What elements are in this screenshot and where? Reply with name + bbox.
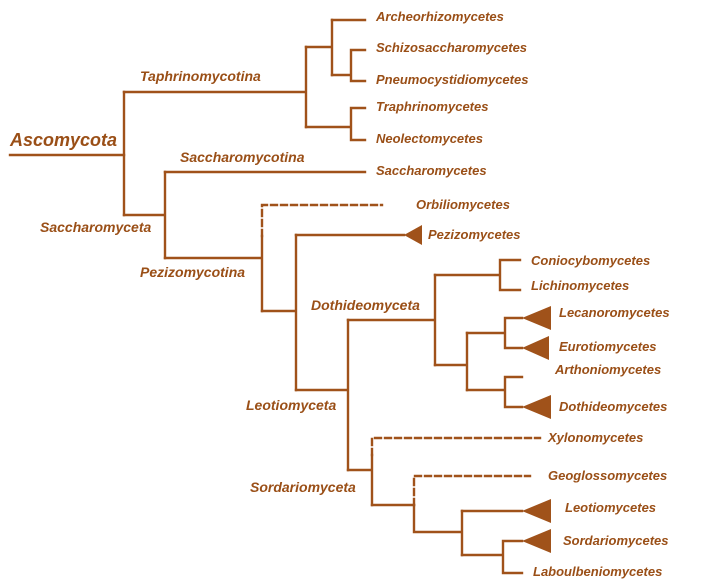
branches [8, 18, 551, 575]
branch-leotio-pez [260, 233, 298, 392]
branch-lecan-euro [465, 316, 524, 350]
branch-geoglosso-dashed [412, 474, 532, 507]
leaf-label: Eurotiomycetes [559, 339, 657, 354]
leaf-label: Traphrinomycetes [376, 99, 488, 114]
branch-taphrinomycotina [122, 45, 308, 129]
branch-orbilio-dashed [260, 203, 384, 238]
leaf-label: Orbiliomycetes [416, 197, 510, 212]
branch-arth-doth [465, 375, 524, 409]
clade-saccharomycotina: Saccharomycotina [180, 149, 305, 165]
leaf-label: Xylonomycetes [547, 430, 643, 445]
leaf-label: Sordariomycetes [563, 533, 669, 548]
triangle-leotiomycetes [522, 499, 551, 523]
leaf-label: Coniocybomycetes [531, 253, 650, 268]
leaf-label: Lichinomycetes [531, 278, 629, 293]
triangle-sordariomycetes [522, 529, 551, 553]
branch-leotiomyceta [294, 318, 350, 472]
clade-leotiomyceta: Leotiomyceta [246, 397, 336, 413]
branch-conio-lichino [433, 258, 522, 292]
triangle-pezizomycetes [404, 225, 422, 245]
branch-leotio-sord [412, 503, 464, 557]
leaf-label: Saccharomycetes [376, 163, 487, 178]
clade-dothideomyceta: Dothideomyceta [311, 297, 420, 313]
leaf-label: Neolectomycetes [376, 131, 483, 146]
root-label: Ascomycota [9, 130, 117, 150]
leaf-label: Leotiomycetes [565, 500, 656, 515]
leaf-label: Pezizomycetes [428, 227, 521, 242]
triangle-dothideomycetes [522, 395, 551, 419]
labels: Ascomycota Taphrinomycotina Saccharomyce… [9, 9, 670, 579]
branch-traph-neolecto [304, 106, 367, 142]
leaf-label: Archeorhizomycetes [375, 9, 504, 24]
leaf-label: Pneumocystidiomycetes [376, 72, 528, 87]
leaf-label: Lecanoromycetes [559, 305, 670, 320]
clade-saccharomyceta: Saccharomyceta [40, 219, 152, 235]
branch-lecan-doth-group [433, 331, 469, 392]
branch-pezizomycotina [163, 234, 264, 313]
leaf-label: Dothideomycetes [559, 399, 667, 414]
leaf-label: Laboulbeniomycetes [533, 564, 662, 579]
leaf-label: Schizosaccharomycetes [376, 40, 527, 55]
branch-sordariomyceta [346, 453, 374, 507]
branch-schizo-pneumo [330, 48, 367, 83]
branch-archeo-group [304, 18, 334, 77]
clade-pezizomycotina: Pezizomycotina [140, 264, 245, 280]
triangle-lecanoromycetes [522, 306, 551, 330]
branch-saccharomyceta [122, 170, 167, 260]
clade-sordariomyceta: Sordariomyceta [250, 479, 356, 495]
branch-dothideomyceta [346, 273, 437, 367]
branch-xylono-dashed [370, 436, 542, 457]
clade-taphrinomycotina: Taphrinomycotina [140, 68, 261, 84]
branch-sord-laboul [460, 539, 524, 575]
triangle-eurotiomycetes [522, 336, 549, 360]
leaf-label: Arthoniomycetes [554, 362, 661, 377]
leaf-label: Geoglossomycetes [548, 468, 667, 483]
